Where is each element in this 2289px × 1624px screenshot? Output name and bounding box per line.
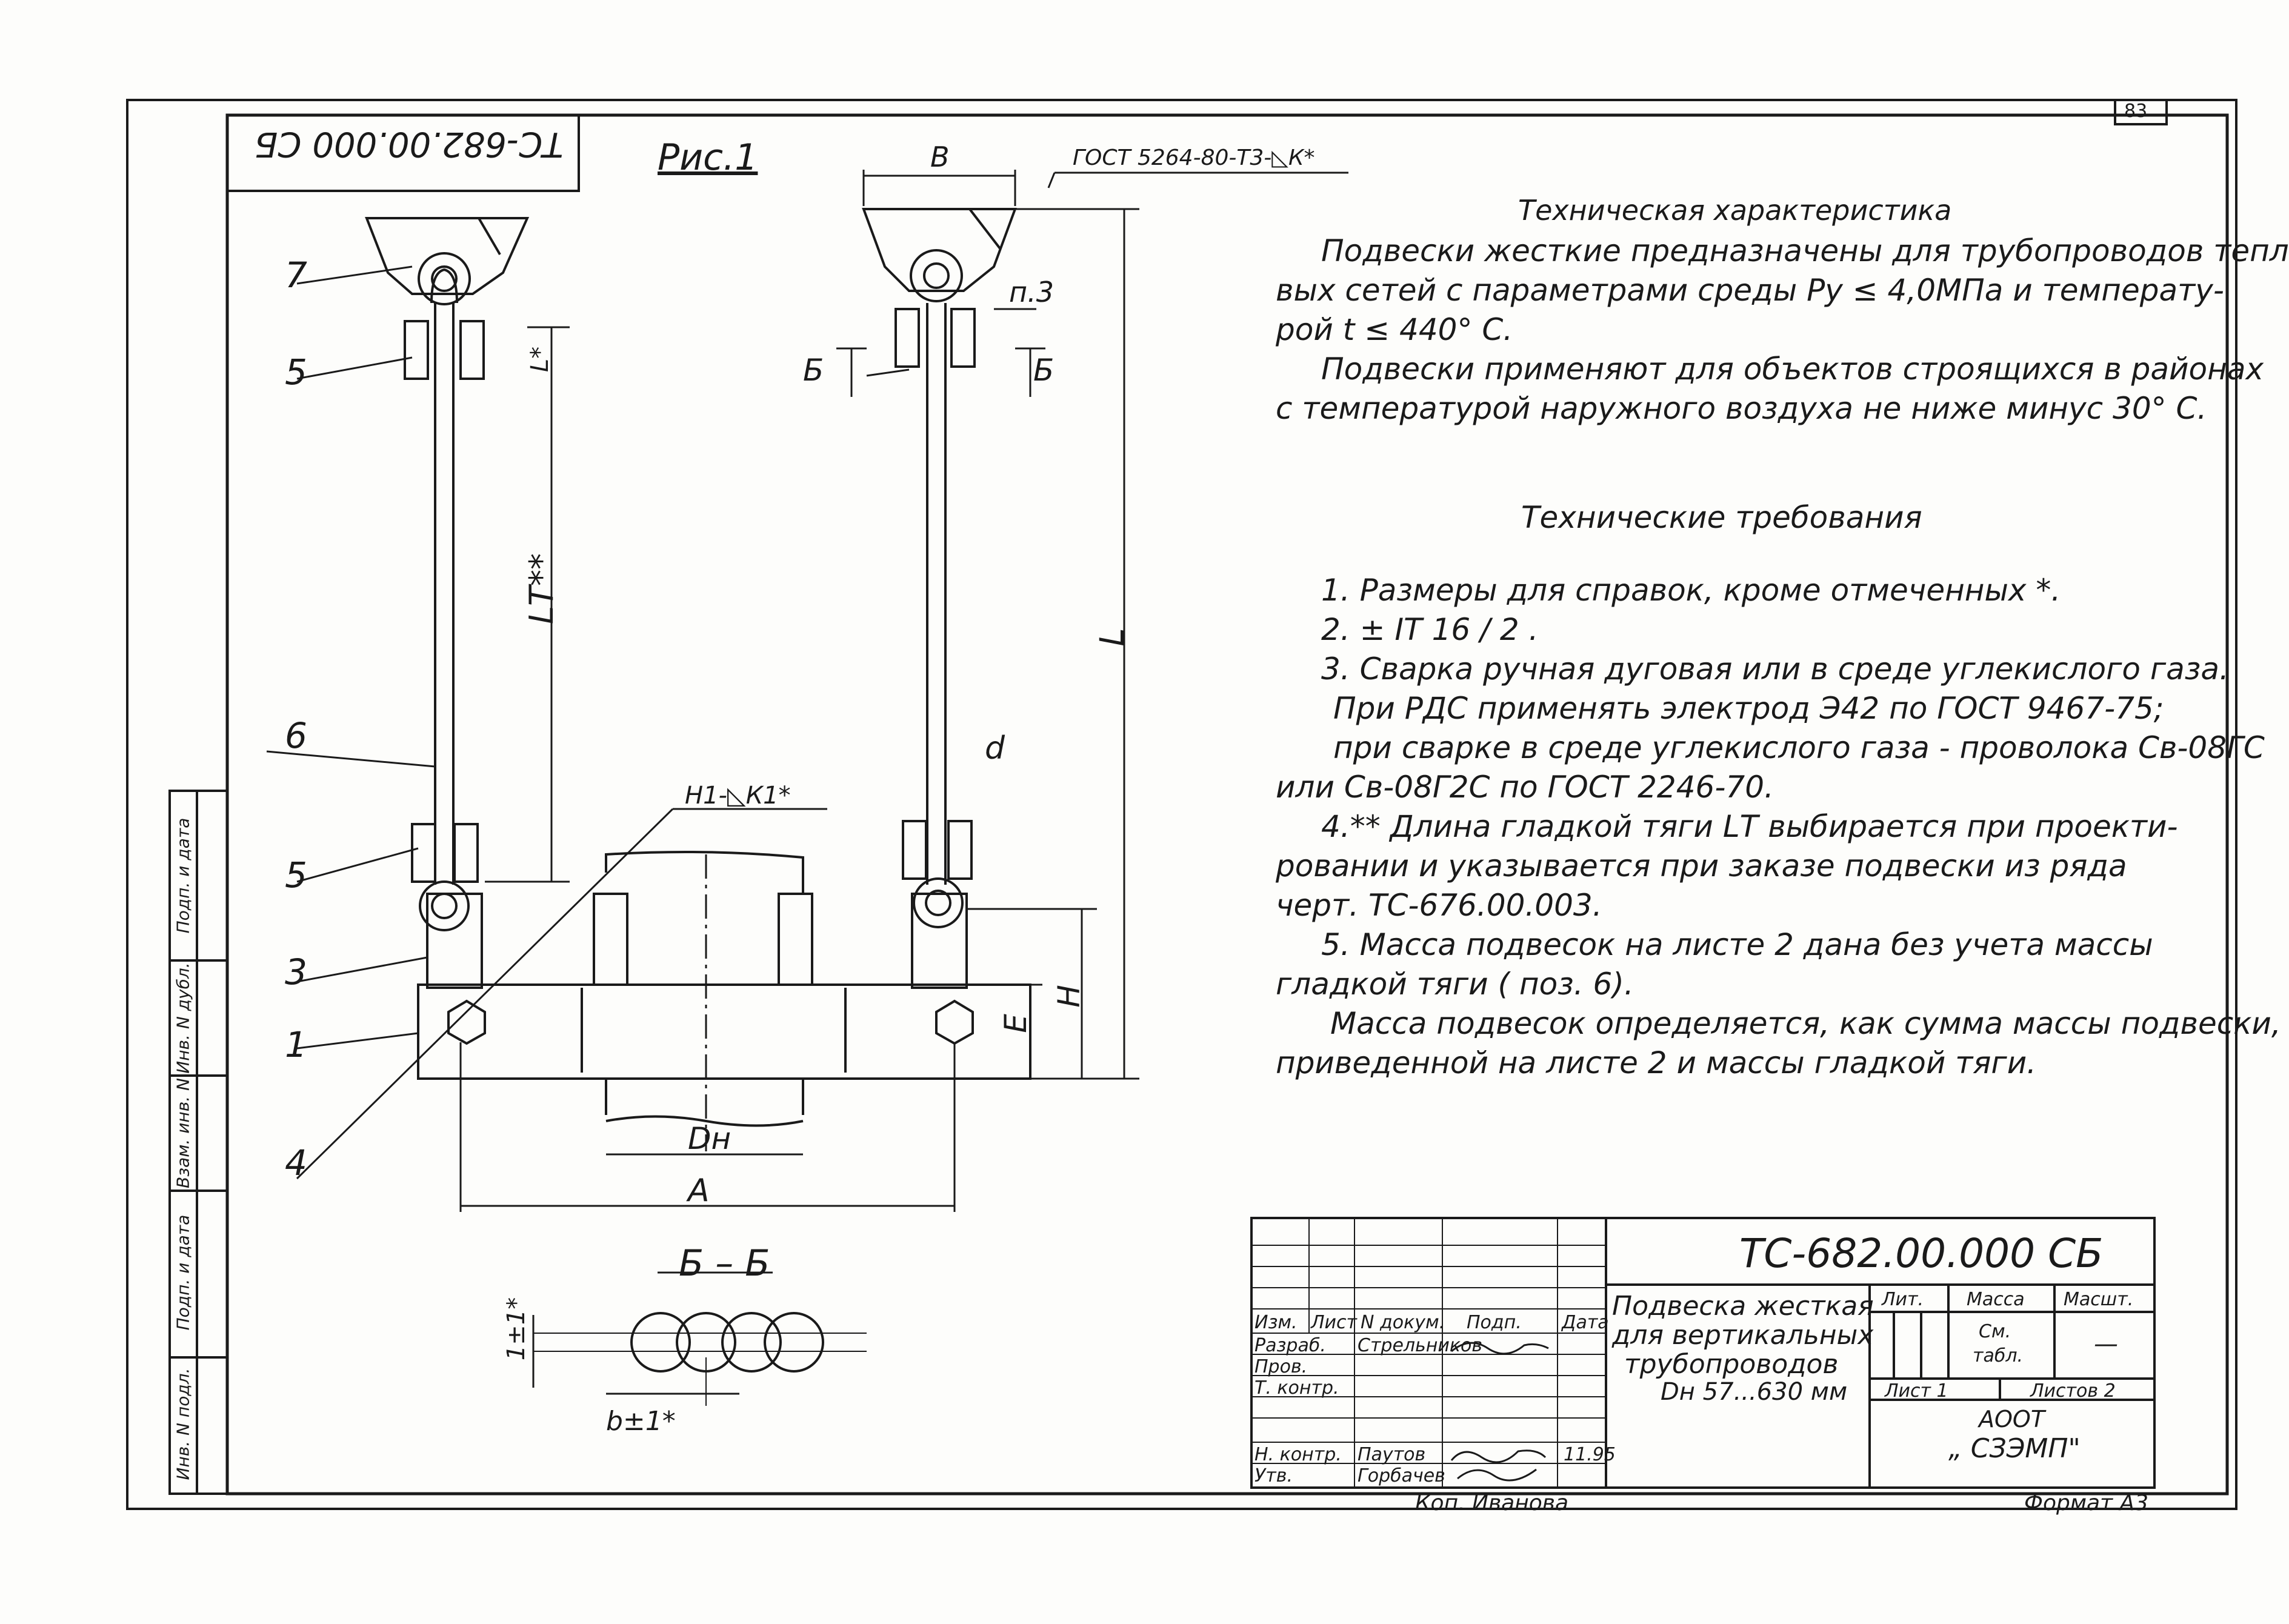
dim-l-star: L* [526, 346, 555, 373]
part-ref-p3: п.3 [1009, 276, 1054, 308]
title-name-2: для вертикальных [1612, 1320, 1874, 1351]
role-nkontr: Н. контр. [1254, 1444, 1342, 1465]
title-block-grid [1250, 1217, 2156, 1489]
tech-char-line-5: с температурой наружного воздуха не ниже… [1276, 391, 2207, 426]
col-header-list: Лист [1311, 1312, 1358, 1333]
tech-req-line-13: приведенной на листе 2 и массы гладкой т… [1276, 1045, 2037, 1080]
org-line-1: АООТ [1979, 1406, 2045, 1433]
side-stamp-grid [168, 790, 228, 1495]
dim-dh: Dн [688, 1121, 731, 1156]
tech-char-title: Техническая характеристика [1518, 194, 1952, 227]
tech-req-line-2: 2. ± IT 16 / 2 . [1321, 612, 1539, 647]
tech-req-line-9: черт. ТС-676.00.003. [1276, 888, 1602, 923]
stamp-podp-data-2: Подп. и дата [173, 817, 193, 934]
page-number-box [2114, 99, 2168, 125]
outer-frame [126, 99, 2237, 1510]
col-header-data: Дата [1562, 1312, 1609, 1333]
dim-b-label: В [930, 141, 950, 173]
col-header-ndok: N докум. [1361, 1312, 1445, 1333]
weld-symbol-top: ГОСТ 5264-80-Т3-◺К* [1073, 145, 1315, 170]
col-header-podp: Подп. [1467, 1312, 1522, 1333]
dim-l: L [1093, 628, 1131, 647]
rotated-sheet-code: ТС-682.00.000 СБ [255, 124, 564, 164]
dimension-lines [266, 170, 1348, 1212]
tech-req-line-4: При РДС применять электрод Э42 по ГОСТ 9… [1333, 691, 2164, 726]
copied-by: Коп. Иванова [1415, 1491, 1569, 1516]
code-box [226, 114, 580, 192]
position-5-bottom: 5 [285, 854, 307, 896]
section-mark-left: Б [803, 353, 824, 388]
scale-label: Масшт. [2064, 1289, 2134, 1310]
page-number: 83 [2124, 101, 2148, 122]
section-title: Б – Б [679, 1242, 770, 1285]
tech-char-line-2: вых сетей с параметрами среды Ру ≤ 4,0МП… [1276, 273, 2224, 308]
tech-req-line-12: Масса подвесок определяется, как сумма м… [1330, 1006, 2281, 1041]
col-header-izm: Изм. [1254, 1312, 1298, 1333]
signatures [1450, 1342, 1549, 1482]
dim-a: А [688, 1173, 710, 1209]
stamp-inv-podl: Инв. N подл. [173, 1368, 193, 1480]
mass-label: Масса [1967, 1289, 2025, 1310]
tech-req-line-7: 4.** Длина гладкой тяги LТ выбирается пр… [1321, 809, 2178, 844]
position-1: 1 [285, 1024, 307, 1065]
position-6: 6 [285, 715, 307, 756]
role-prov: Пров. [1254, 1356, 1308, 1377]
mass-value-2: табл. [1973, 1345, 2024, 1366]
position-4: 4 [285, 1142, 307, 1183]
inner-frame [225, 113, 2229, 1496]
tech-req-line-5: при сварке в среде углекислого газа - пр… [1333, 730, 2265, 765]
section-b-b [532, 1271, 867, 1406]
role-razrab: Разраб. [1254, 1335, 1326, 1356]
dim-lt: LТ** [522, 553, 561, 625]
figure-label: Рис.1 [658, 136, 758, 179]
position-7: 7 [285, 255, 307, 296]
tech-req-line-6: или Св-08Г2С по ГОСТ 2246-70. [1276, 770, 1774, 805]
tech-req-line-11: гладкой тяги ( поз. 6). [1276, 967, 1634, 1002]
scale-value: — [2094, 1330, 2118, 1358]
hanger-left [365, 217, 530, 989]
sheets-total: Листов 2 [2030, 1380, 2116, 1402]
mass-value-1: См. [1979, 1321, 2011, 1342]
stamp-vzam-inv: Взам. инв. N [173, 1078, 193, 1188]
org-line-2: „ СЗЭМП" [1948, 1433, 2081, 1464]
tech-req-line-10: 5. Масса подвесок на листе 2 дана без уч… [1321, 927, 2153, 962]
position-3: 3 [285, 951, 307, 993]
format-label: Формат А3 [2024, 1491, 2149, 1516]
tech-char-line-1: Подвески жесткие предназначены для трубо… [1321, 233, 2289, 268]
sheet-number: Лист 1 [1885, 1380, 1948, 1402]
role-tkontr: Т. контр. [1254, 1377, 1339, 1399]
title-name-3: трубопроводов [1624, 1349, 1839, 1380]
title-name-1: Подвеска жесткая [1612, 1291, 1874, 1322]
lit-label: Лит. [1882, 1289, 1924, 1310]
date-nkontr: 11.95 [1564, 1444, 1616, 1465]
tech-char-line-3: рой t ≤ 440° С. [1276, 312, 1513, 347]
role-utv: Утв. [1254, 1465, 1293, 1486]
stamp-podp-data-1: Подп. и дата [173, 1214, 193, 1331]
name-nkontr: Паутов [1358, 1444, 1426, 1465]
dim-d: d [985, 730, 1005, 767]
tech-char-line-4: Подвески применяют для объектов строящих… [1321, 351, 2264, 387]
tech-req-line-1: 1. Размеры для справок, кроме отмеченных… [1321, 573, 2061, 608]
section-mark-right: Б [1033, 353, 1055, 388]
section-dim-h: b±1* [606, 1406, 676, 1437]
section-dim-v: 1±1* [502, 1297, 531, 1361]
name-utv: Горбачев [1358, 1465, 1445, 1486]
tech-req-title: Технические требования [1521, 500, 1922, 535]
position-5-top: 5 [285, 351, 307, 393]
weld-symbol-mid: Н1-◺К1* [685, 782, 791, 810]
hanger-right [862, 208, 1017, 989]
dim-e: Е [998, 1014, 1033, 1033]
tech-req-line-8: ровании и указывается при заказе подвеск… [1276, 848, 2127, 884]
dim-h: Н [1051, 985, 1087, 1008]
tech-req-line-3: 3. Сварка ручная дуговая или в среде угл… [1321, 651, 2229, 687]
title-block-code: ТС-682.00.000 СБ [1739, 1230, 2104, 1277]
stamp-inv-dubl: Инв. N дубл. [173, 962, 193, 1074]
title-name-4: Dн 57...630 мм [1661, 1378, 1848, 1406]
